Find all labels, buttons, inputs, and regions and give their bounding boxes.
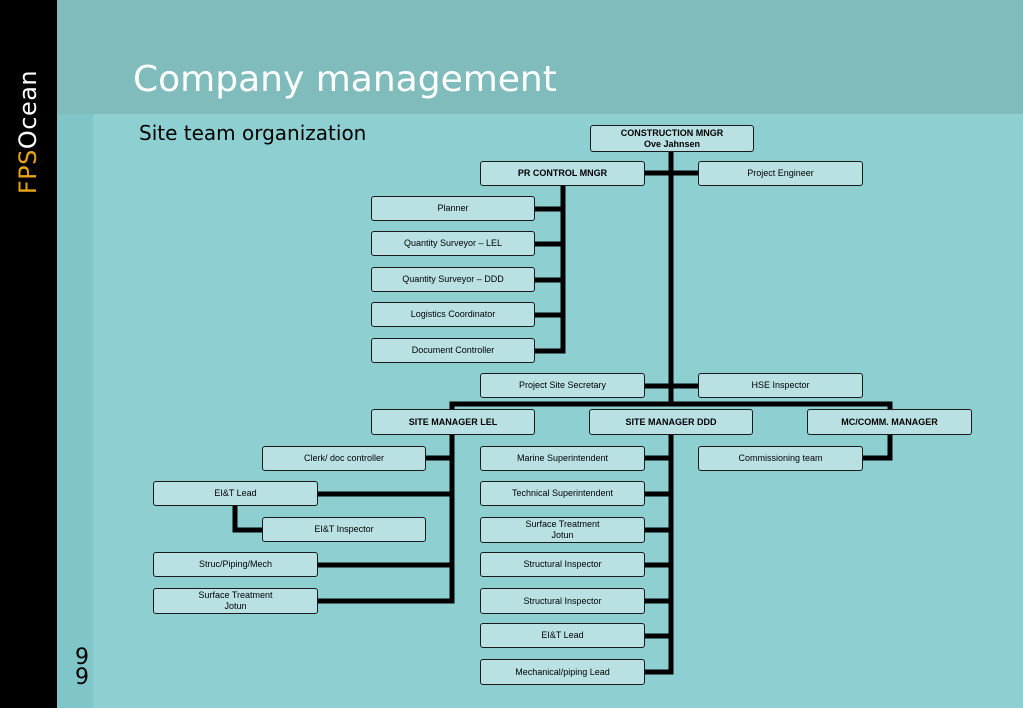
site-manager-lel-label: SITE MANAGER LEL <box>408 416 498 427</box>
box-project-engineer: Project Engineer <box>698 161 863 186</box>
box-site-secretary: Project Site Secretary <box>480 373 645 398</box>
logistics-label: Logistics Coordinator <box>410 309 496 319</box>
mc-comm-manager-label: MC/COMM. MANAGER <box>841 416 938 427</box>
pr-control-mngr-label: PR CONTROL MNGR <box>517 168 608 178</box>
construction-mngr-title: CONSTRUCTION MNGR <box>620 127 724 138</box>
box-eit-inspector: EI&T Inspector <box>262 517 426 542</box>
page-number: 9 9 <box>70 646 94 690</box>
doc-controller-label: Document Controller <box>411 345 495 355</box>
surface-lel-line1: Surface Treatment <box>198 590 273 600</box>
qs-ddd-label: Quantity Surveyor – DDD <box>402 274 504 284</box>
box-clerk: Clerk/ doc controller <box>262 446 426 471</box>
structural-2-label: Structural Inspector <box>523 595 602 606</box>
site-manager-ddd-label: SITE MANAGER DDD <box>625 416 717 427</box>
commissioning-label: Commissioning team <box>738 453 823 463</box>
box-pr-control-mngr: PR CONTROL MNGR <box>480 161 645 186</box>
box-eit-lead-ddd: EI&T Lead <box>480 623 645 648</box>
box-planner: Planner <box>371 196 535 221</box>
box-surface-lel: Surface Treatment Jotun <box>153 588 318 614</box>
surface-ddd-line1: Surface Treatment <box>525 519 600 529</box>
eit-lead-lel-label: EI&T Lead <box>214 488 257 498</box>
page-number-line1: 9 <box>75 645 89 670</box>
site-secretary-label: Project Site Secretary <box>518 380 607 390</box>
box-construction-mngr: CONSTRUCTION MNGR Ove Jahnsen <box>590 125 754 152</box>
project-engineer-label: Project Engineer <box>747 168 814 178</box>
decor-strip <box>57 0 93 708</box>
box-structural-1: Structural Inspector <box>480 552 645 577</box>
box-commissioning: Commissioning team <box>698 446 863 471</box>
mech-piping-label: Mechanical/piping Lead <box>515 666 610 677</box>
clerk-label: Clerk/ doc controller <box>303 453 385 463</box>
surface-lel-line2: Jotun <box>224 601 247 611</box>
box-logistics: Logistics Coordinator <box>371 302 535 327</box>
hse-inspector-label: HSE Inspector <box>751 380 810 390</box>
box-site-manager-ddd: SITE MANAGER DDD <box>589 409 753 435</box>
surface-ddd-line2: Jotun <box>551 530 574 540</box>
box-structural-2: Structural Inspector <box>480 588 645 614</box>
box-mc-comm-manager: MC/COMM. MANAGER <box>807 409 972 435</box>
brand-sidebar: FPSOcean <box>0 0 57 708</box>
planner-label: Planner <box>437 203 469 213</box>
box-marine-super: Marine Superintendent <box>480 446 645 471</box>
box-hse-inspector: HSE Inspector <box>698 373 863 398</box>
technical-super-label: Technical Superintendent <box>511 488 614 498</box>
slide-subtitle: Site team organization <box>139 121 367 145</box>
page-number-line2: 9 <box>75 665 89 690</box>
struc-piping-label: Struc/Piping/Mech <box>198 559 273 569</box>
box-doc-controller: Document Controller <box>371 338 535 363</box>
box-site-manager-lel: SITE MANAGER LEL <box>371 409 535 435</box>
eit-lead-ddd-label: EI&T Lead <box>541 630 584 640</box>
box-mech-piping: Mechanical/piping Lead <box>480 659 645 685</box>
box-struc-piping: Struc/Piping/Mech <box>153 552 318 577</box>
construction-mngr-name: Ove Jahnsen <box>643 138 701 149</box>
eit-inspector-label: EI&T Inspector <box>314 524 374 534</box>
box-surface-ddd: Surface Treatment Jotun <box>480 517 645 543</box>
qs-lel-label: Quantity Surveyor – LEL <box>403 238 503 248</box>
structural-1-label: Structural Inspector <box>523 559 602 569</box>
box-qs-ddd: Quantity Surveyor – DDD <box>371 267 535 292</box>
box-eit-lead-lel: EI&T Lead <box>153 481 318 506</box>
box-qs-lel: Quantity Surveyor – LEL <box>371 231 535 256</box>
slide-title: Company management <box>133 59 557 100</box>
header-band <box>57 0 1023 114</box>
marine-super-label: Marine Superintendent <box>516 453 609 463</box>
box-technical-super: Technical Superintendent <box>480 481 645 506</box>
